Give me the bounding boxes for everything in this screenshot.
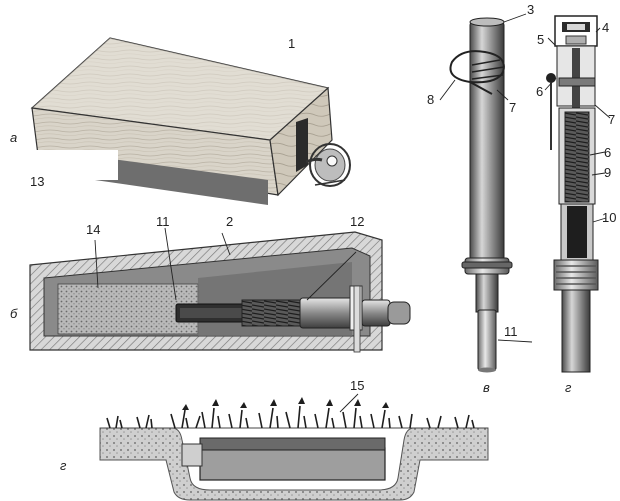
callout-2: 2: [226, 214, 233, 229]
grass-tufts: [182, 397, 389, 410]
callout-9: 9: [604, 165, 611, 180]
section-label-g: г: [565, 380, 572, 395]
callout-12: 12: [350, 214, 364, 229]
section-v-fuse-exterior: [439, 13, 533, 373]
callout-14: 14: [86, 222, 100, 237]
section-label-r: г: [60, 458, 67, 473]
callout-1: 1: [288, 36, 295, 51]
callout-5: 5: [537, 32, 544, 47]
callout-3: 3: [527, 2, 534, 17]
callout-11b: 11: [156, 214, 170, 229]
callout-11: 11: [504, 324, 518, 339]
callout-15: 15: [350, 378, 364, 393]
callout-6: 6: [536, 84, 543, 99]
callout-7: 7: [509, 100, 516, 115]
section-label-v: в: [483, 380, 490, 395]
section-label-b: б: [10, 306, 18, 321]
section-b-cross-section: [29, 227, 411, 353]
callout-13: 13: [30, 174, 44, 189]
section-label-a: а: [10, 130, 17, 145]
grass: [106, 405, 475, 429]
section-a-box-mine: [0, 37, 351, 205]
callout-4: 4: [602, 20, 609, 35]
section-g-buried-mine: [99, 393, 489, 501]
callout-8: 8: [427, 92, 434, 107]
callout-7b: 7: [608, 112, 615, 127]
callout-10: 10: [602, 210, 616, 225]
callout-6b: 6: [604, 145, 611, 160]
section-v-fuse-cutaway: [544, 15, 611, 373]
